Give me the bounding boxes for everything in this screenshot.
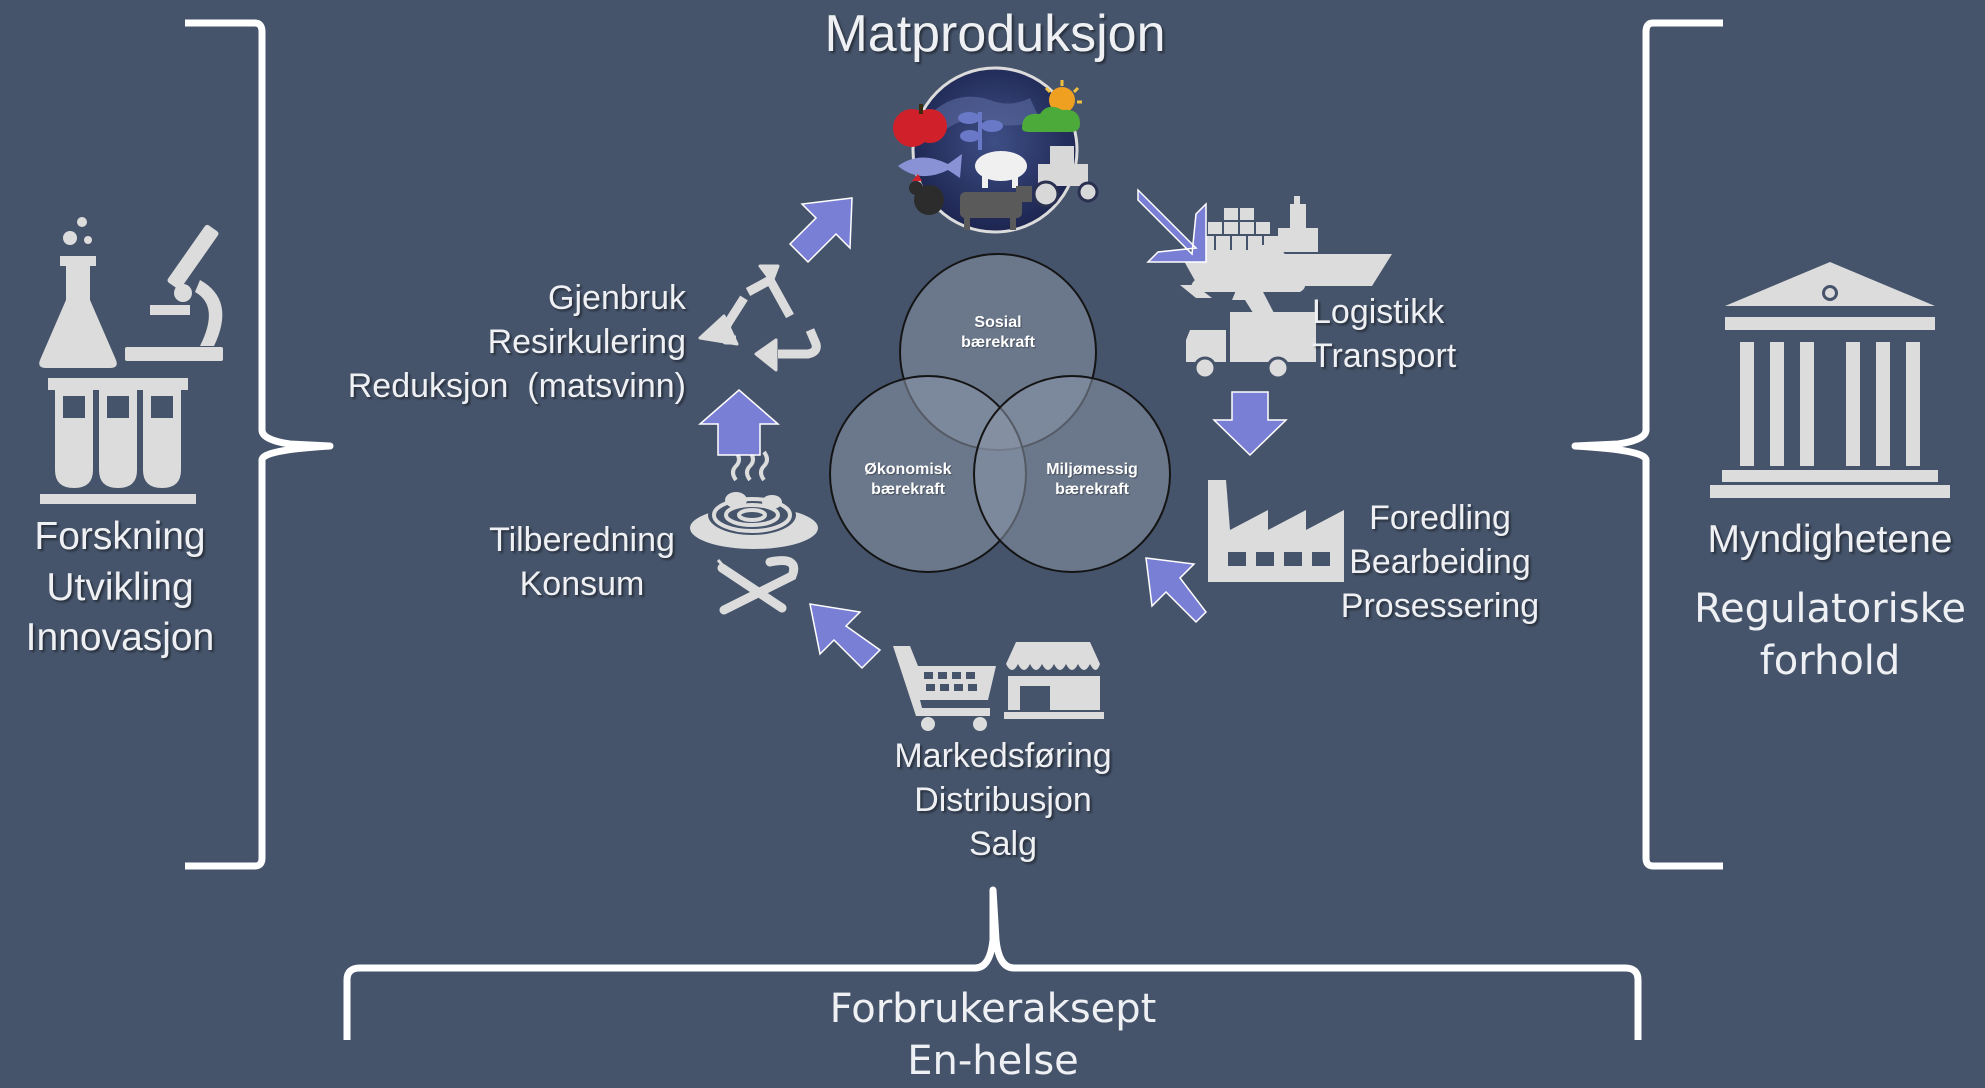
- consumer-line-1: Forbrukeraksept: [829, 986, 1157, 1032]
- research-line-2: Utvikling: [46, 565, 194, 609]
- regulatory-label: Regulatoriske forhold: [1680, 583, 1980, 687]
- venn-social-line-1: Sosial: [974, 314, 1022, 331]
- right-bracket: [1571, 19, 1723, 870]
- reuse-line-2: Resirkulering: [487, 323, 686, 362]
- cycle-arrows: [697, 188, 1288, 670]
- recycle-icon: [698, 264, 821, 372]
- arrow-to-reuse: [697, 389, 781, 456]
- marketing-line-2: Distribusjon: [914, 781, 1092, 820]
- research-line-1: Forskning: [34, 515, 206, 558]
- microscope-icon: [125, 224, 223, 361]
- consumer-line-2: En-helse: [907, 1038, 1079, 1084]
- consumer-label: Forbrukeraksept En-helse: [743, 983, 1243, 1087]
- venn-environmental-line-2: bærekraft: [1055, 481, 1129, 498]
- logistics-label: Logistikk Transport: [1312, 290, 1456, 378]
- plate-cutlery-icon: [690, 450, 818, 615]
- reuse-label: Gjenbruk Resirkulering Reduksjon (matsvi…: [280, 276, 686, 409]
- reuse-line-1: Gjenbruk: [548, 279, 686, 317]
- arrow-to-marketing: [1145, 557, 1207, 624]
- flask-icon: [39, 217, 117, 368]
- regulatory-line-2: forhold: [1759, 638, 1901, 684]
- venn-economic-line-2: bærekraft: [871, 481, 945, 498]
- venn-circle-environmental: [973, 375, 1171, 573]
- arrow-to-production: [788, 197, 853, 264]
- consumption-line-1: Tilberedning: [489, 521, 675, 559]
- research-line-3: Innovasjon: [25, 616, 215, 660]
- shopping-cart-store-icon: [893, 642, 1104, 731]
- venn-environmental-line-1: Miljømessig: [1046, 461, 1138, 478]
- marketing-label: Markedsføring Distribusjon Salg: [860, 734, 1146, 867]
- factory-icon: [1208, 480, 1344, 582]
- processing-label: Foredling Bearbeiding Prosessering: [1320, 496, 1560, 629]
- arrow-to-consumption: [809, 603, 882, 670]
- processing-line-2: Bearbeiding: [1349, 543, 1531, 582]
- authorities-heading: Myndighetene: [1707, 518, 1953, 561]
- government-building-icon: [1710, 262, 1950, 498]
- arrow-to-logistics: [1137, 188, 1207, 263]
- logistics-line-1: Logistikk: [1312, 293, 1445, 331]
- globe-food-icon: [893, 66, 1099, 234]
- venn-label-environmental: Miljømessig bærekraft: [1032, 460, 1152, 500]
- ship-plane-truck-icon: [1180, 196, 1392, 380]
- venn-label-economic: Økonomisk bærekraft: [848, 460, 968, 500]
- research-label: Forskning Utvikling Innovasjon: [0, 512, 240, 664]
- venn-diagram: [829, 253, 1171, 573]
- test-tubes-icon: [40, 378, 196, 504]
- arrow-to-processing: [1212, 391, 1288, 457]
- processing-line-3: Prosessering: [1340, 587, 1540, 626]
- venn-economic-line-1: Økonomisk: [864, 461, 952, 478]
- bottom-bracket: [343, 886, 1642, 1040]
- marketing-line-3: Salg: [968, 825, 1038, 864]
- processing-line-1: Foredling: [1369, 499, 1511, 537]
- logistics-line-2: Transport: [1312, 337, 1457, 376]
- consumption-line-2: Konsum: [519, 565, 645, 604]
- consumption-label: Tilberedning Konsum: [470, 518, 694, 606]
- regulatory-line-1: Regulatoriske: [1694, 586, 1966, 632]
- venn-label-social: Sosial bærekraft: [938, 313, 1058, 353]
- page-title: Matproduksjon: [824, 5, 1166, 63]
- reuse-line-3: Reduksjon (matsvinn): [347, 367, 686, 406]
- venn-social-line-2: bærekraft: [961, 334, 1035, 351]
- marketing-line-1: Markedsføring: [894, 737, 1112, 775]
- left-bracket: [185, 19, 334, 870]
